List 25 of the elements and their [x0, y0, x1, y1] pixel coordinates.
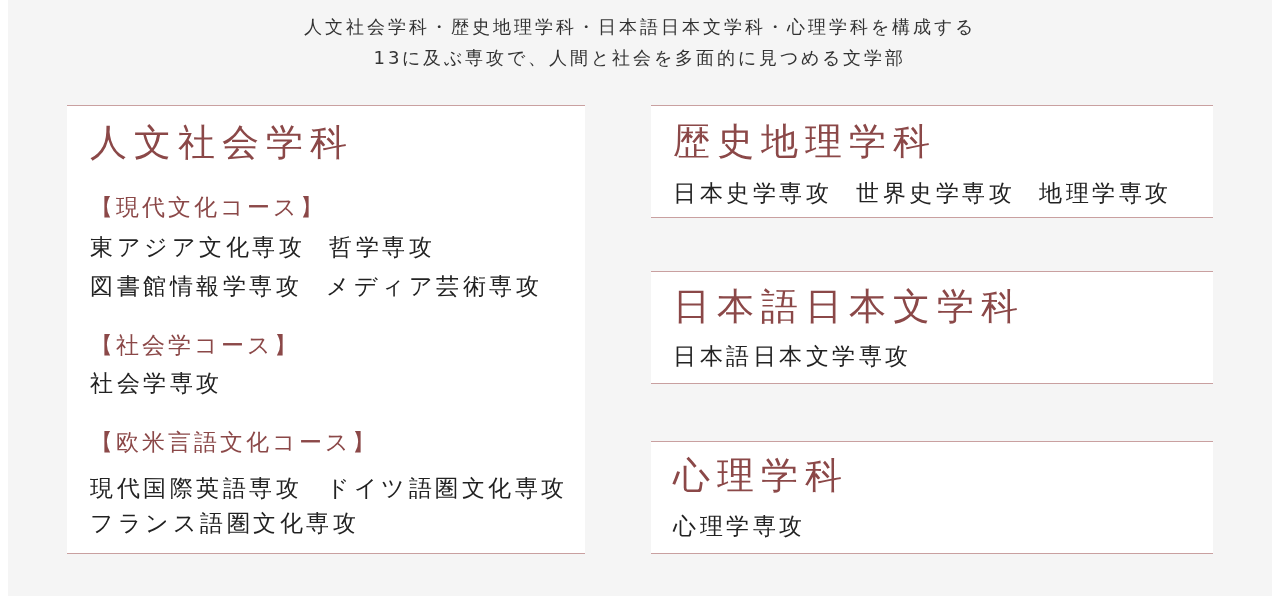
- department-heading: 日本語日本文学科: [673, 284, 1025, 330]
- course-heading: 【現代文化コース】: [90, 193, 326, 222]
- department-heading: 歴史地理学科: [673, 119, 937, 165]
- major-name: 世界史学専攻: [856, 179, 1015, 208]
- department-heading: 心理学科: [673, 453, 849, 499]
- major-name: 日本史学専攻: [673, 179, 832, 208]
- major-name: 地理学専攻: [1039, 179, 1172, 208]
- department-heading: 人文社会学科: [90, 120, 354, 166]
- major-name: 心理学専攻: [673, 512, 806, 541]
- department-panel: [651, 105, 1213, 218]
- major-name: ドイツ語圏文化専攻: [326, 474, 568, 503]
- major-name: メディア芸術専攻: [326, 272, 542, 301]
- major-name: 社会学専攻: [90, 369, 223, 398]
- page-title: 人文社会学科・歴史地理学科・日本語日本文学科・心理学科を構成する13に及ぶ専攻で、人間と社会を多面的に見つめる文学部: [303, 15, 977, 70]
- major-name: フランス語圏文化専攻: [90, 509, 359, 538]
- department-panel: [651, 271, 1213, 384]
- department-panel: [67, 105, 585, 554]
- course-heading: 【社会学コース】: [90, 331, 300, 360]
- major-name: 現代国際英語専攻: [90, 474, 302, 503]
- course-heading: 【欧米言語文化コース】: [90, 428, 378, 457]
- major-name: 東アジア文化専攻: [90, 233, 305, 262]
- major-name: 図書館情報学専攻: [90, 272, 302, 301]
- major-name: 哲学専攻: [329, 233, 435, 262]
- major-name: 日本語日本文学専攻: [673, 342, 912, 371]
- department-panel: [651, 441, 1213, 554]
